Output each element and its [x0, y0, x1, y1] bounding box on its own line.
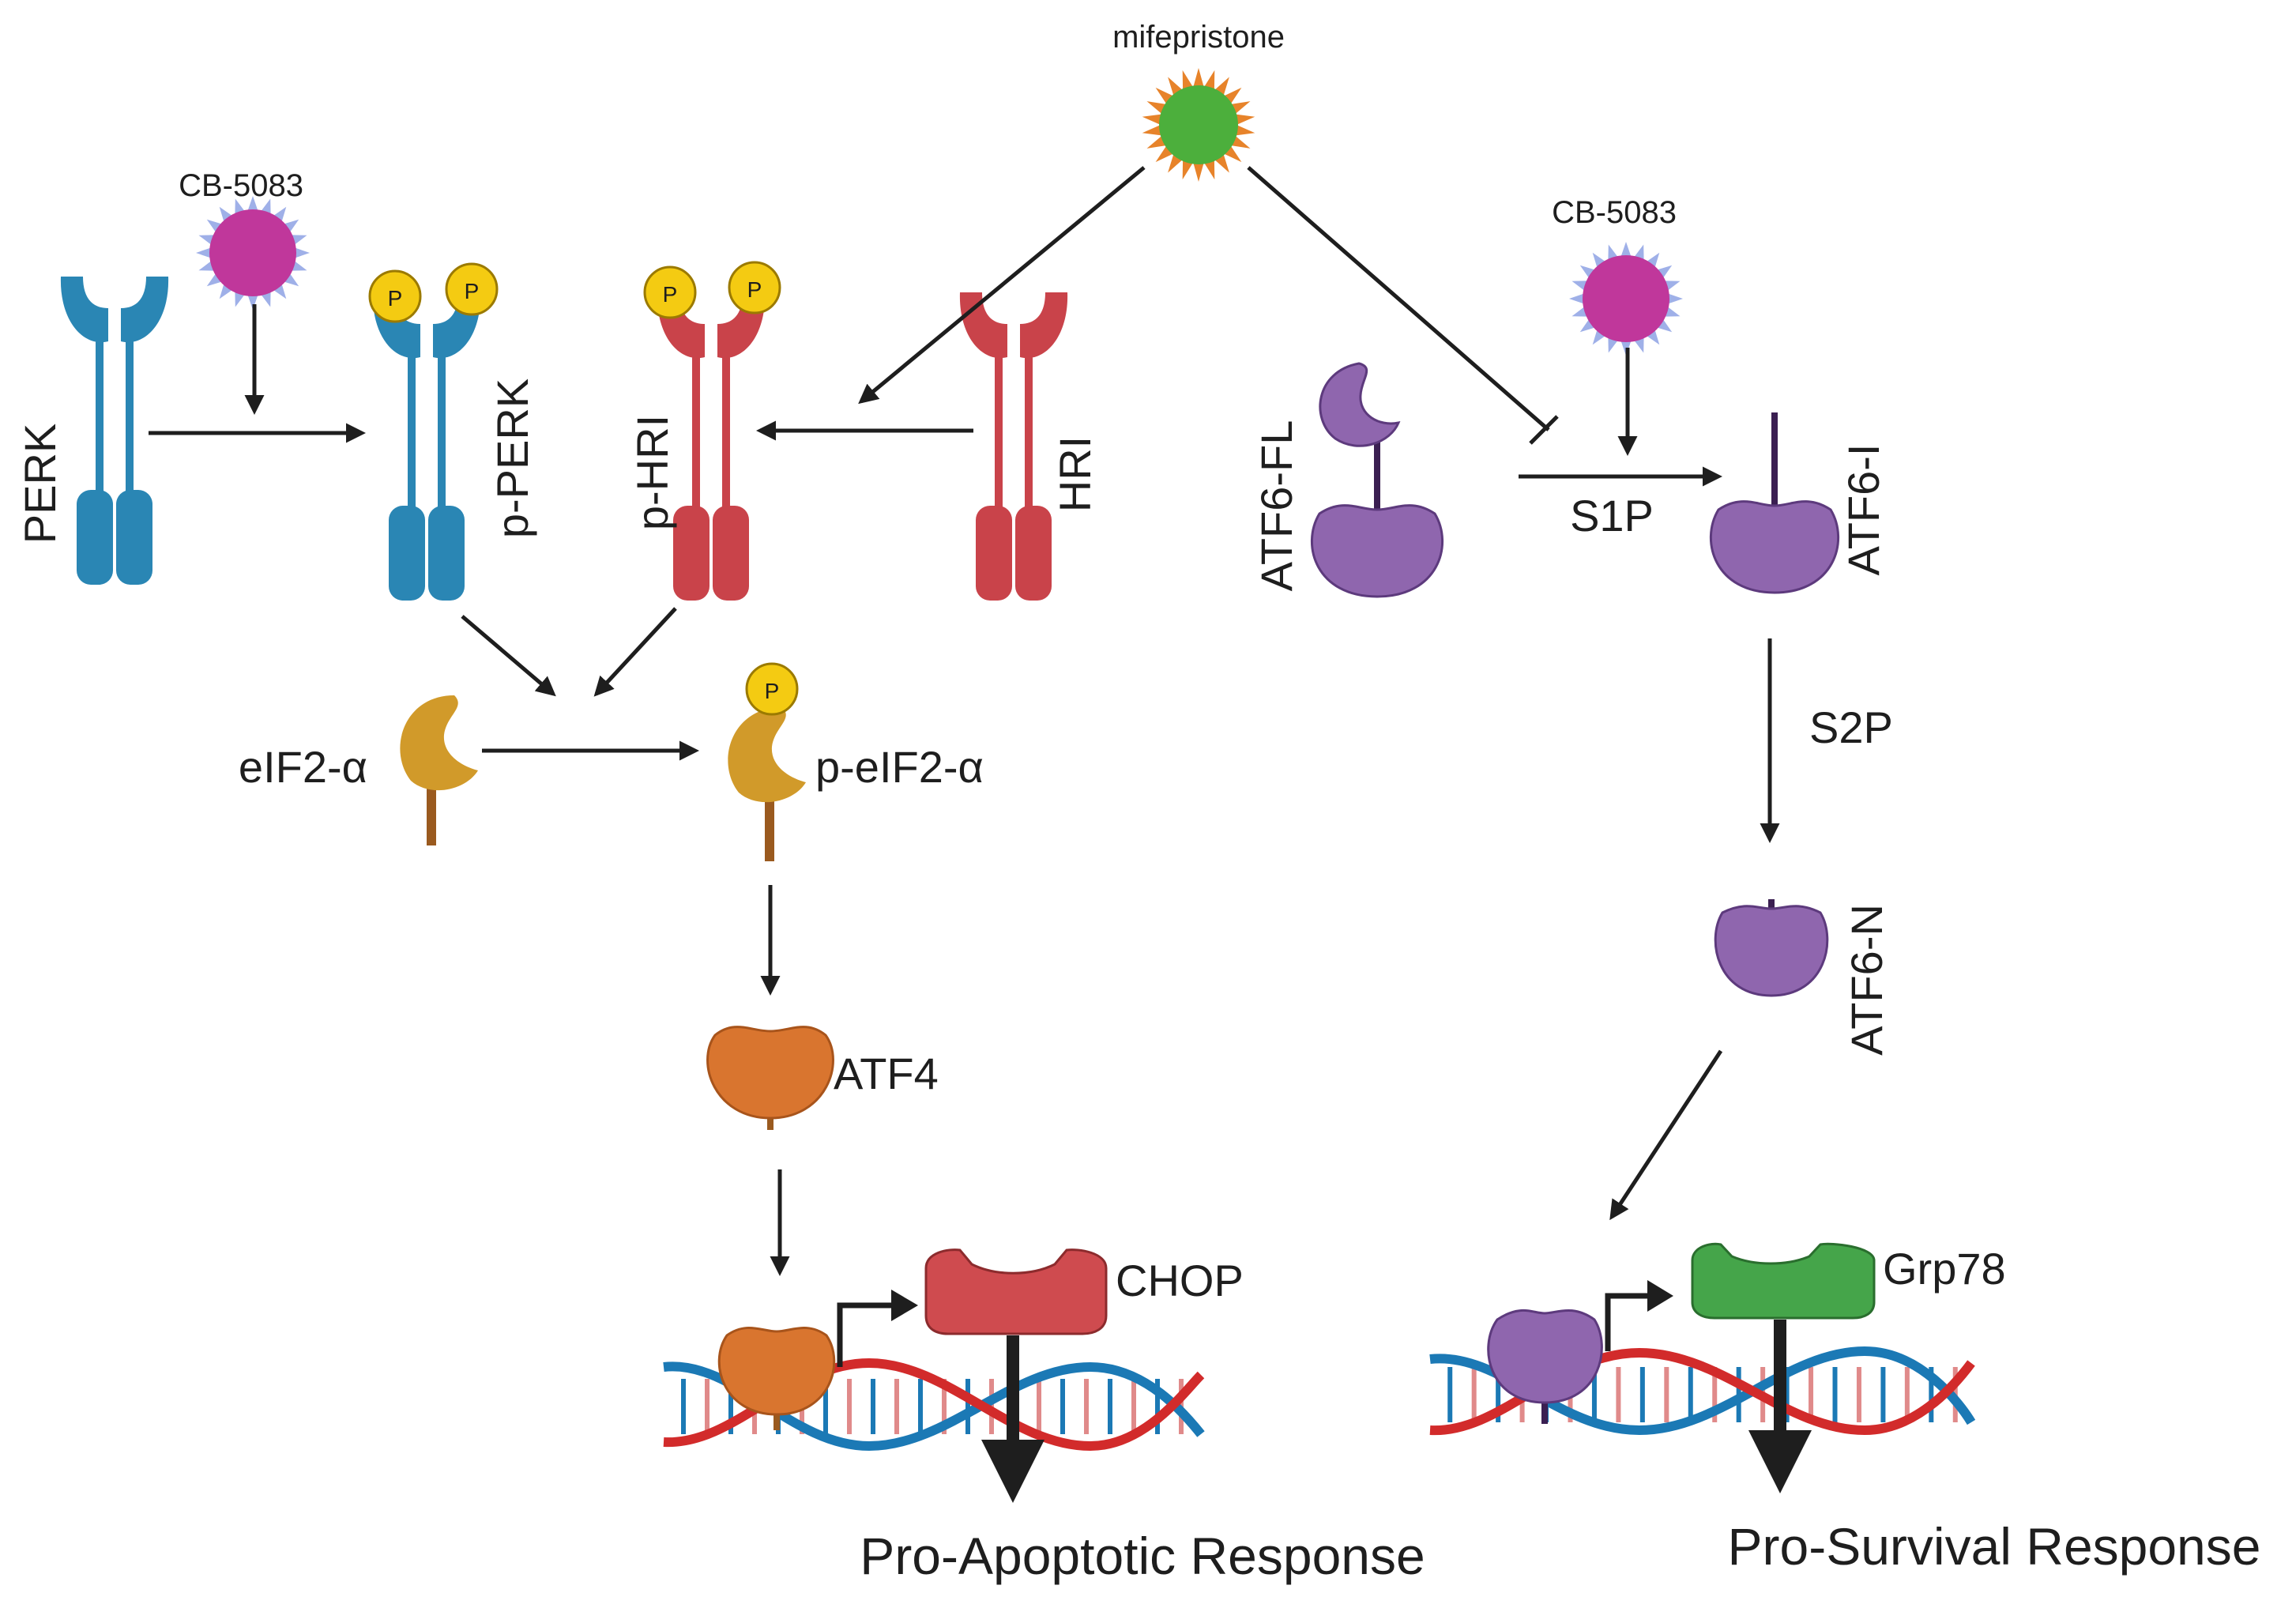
- svg-text:P: P: [747, 277, 762, 302]
- arrow-atf6-n-to-dna: [1609, 1049, 1723, 1221]
- cb-5083-right-drug: [1569, 242, 1683, 356]
- apoptotic-response-label: Pro-Apoptotic Response: [860, 1527, 1425, 1585]
- s2p-label: S2P: [1809, 702, 1893, 752]
- mifepristone-label: mifepristone: [1112, 20, 1285, 55]
- atf4-bound-dna: [717, 1327, 836, 1430]
- p-eif2a-label: p-eIF2-α: [815, 742, 984, 792]
- tss-arrow-right: [1605, 1280, 1673, 1351]
- cb-5083-right-label: CB-5083: [1552, 195, 1677, 230]
- inhibit-mife-to-s1p: [1247, 166, 1550, 431]
- chop-protein: [924, 1248, 1108, 1335]
- svg-text:P: P: [465, 279, 480, 303]
- atf6-fl-label: ATF6-FL: [1252, 420, 1301, 592]
- eif2a-label: eIF2-α: [239, 742, 367, 792]
- p-hri-phospho-group: P P: [643, 261, 781, 319]
- p-hri-label: p-HRI: [627, 415, 677, 530]
- cb-5083-left-label: CB-5083: [179, 168, 303, 203]
- p-perk-receptor: [372, 292, 481, 601]
- mifepristone-drug: [1142, 68, 1255, 182]
- hri-label: HRI: [1050, 436, 1100, 512]
- atf4-protein: [706, 1026, 834, 1130]
- svg-text:P: P: [388, 286, 403, 311]
- grp78-protein: [1691, 1242, 1876, 1320]
- arrow-p-hri-to-eif: [593, 607, 677, 697]
- atf6-n-bound-dna: [1487, 1309, 1603, 1424]
- perk-receptor: [60, 277, 169, 585]
- arrow-p-perk-to-eif: [461, 615, 556, 697]
- eif2a-protein: [400, 695, 478, 845]
- chop-label: CHOP: [1116, 1256, 1244, 1305]
- perk-label: PERK: [15, 424, 65, 544]
- svg-text:P: P: [663, 282, 678, 307]
- p-perk-label: p-PERK: [487, 378, 537, 538]
- p-perk-phospho-group: P P: [368, 262, 499, 323]
- atf6-n-label: ATF6-N: [1842, 904, 1891, 1056]
- atf6-i-protein: [1709, 412, 1840, 594]
- grp78-label: Grp78: [1883, 1244, 2006, 1294]
- arrows: [149, 166, 1780, 1276]
- atf6-n-protein: [1714, 899, 1829, 997]
- atf6-fl-protein: [1311, 362, 1443, 598]
- svg-text:P: P: [765, 679, 780, 703]
- atf4-label: ATF4: [834, 1049, 939, 1098]
- p-eif2a-phospho-group: P: [745, 662, 799, 716]
- inhibit-bar: [1529, 415, 1559, 445]
- arrow-mife-to-p-hri: [858, 166, 1146, 405]
- survival-response-label: Pro-Survival Response: [1728, 1517, 2261, 1576]
- atf6-i-label: ATF6-I: [1839, 444, 1888, 576]
- s1p-label: S1P: [1570, 491, 1654, 540]
- tss-arrow-left: [837, 1290, 918, 1367]
- p-eif2a-protein: [728, 707, 806, 861]
- cb-5083-left-drug: [196, 196, 310, 310]
